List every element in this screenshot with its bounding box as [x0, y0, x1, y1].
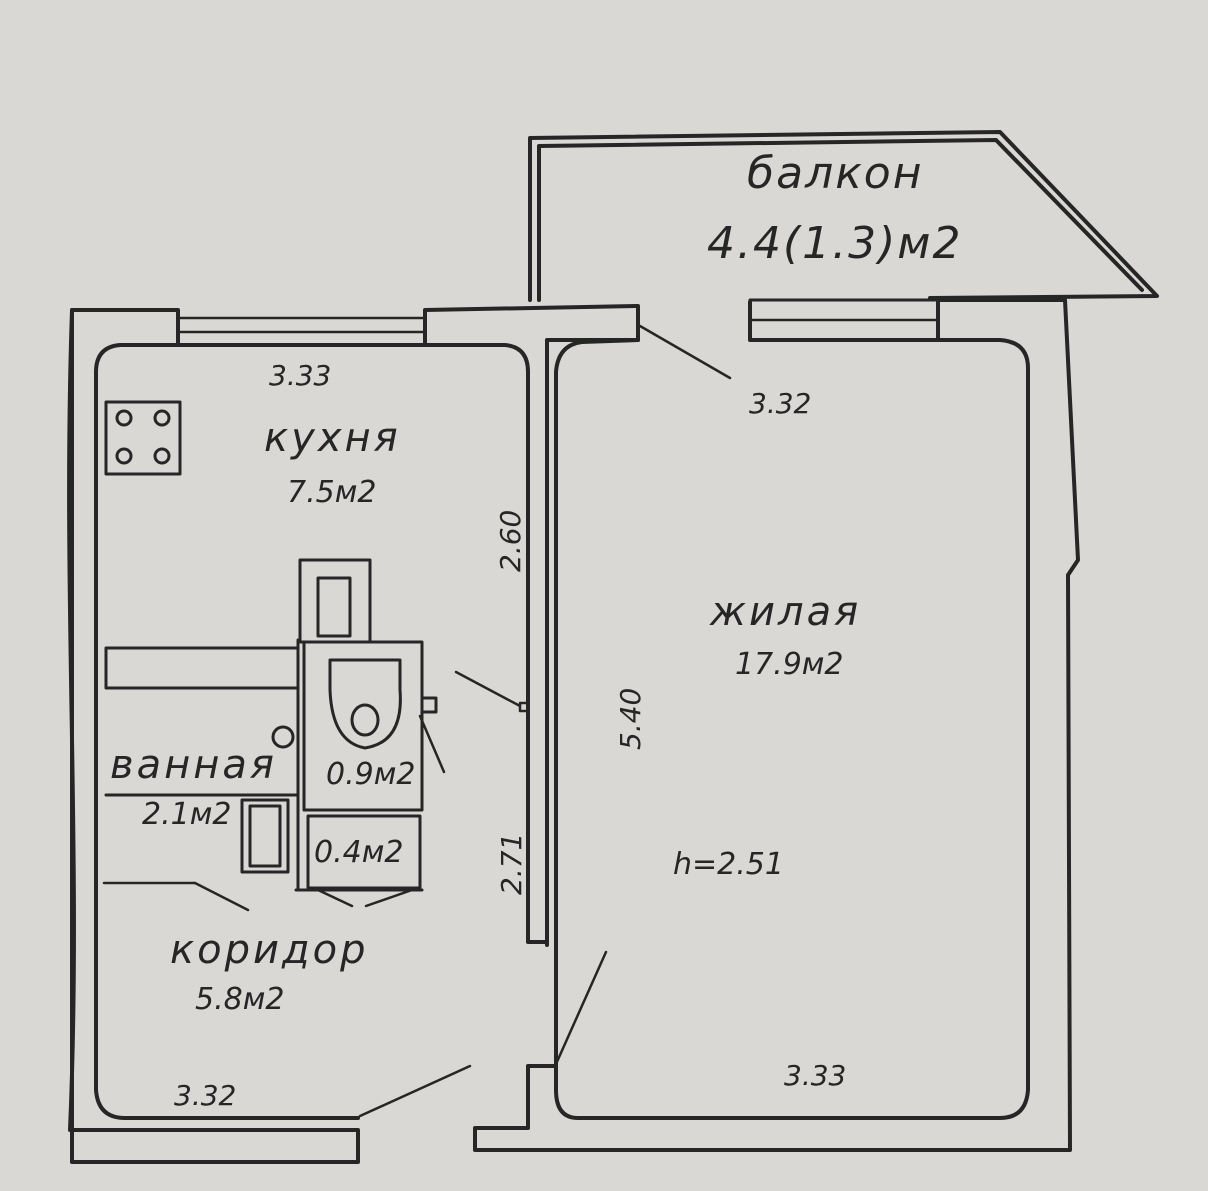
stove-icon [104, 400, 182, 476]
corridor-width-dimension: 3.32 [174, 1079, 237, 1112]
vent-shaft [298, 558, 372, 644]
toilet-area: 0.9м2 [326, 757, 416, 792]
kitchen-width-dimension: 3.33 [269, 359, 332, 392]
kitchen-wall-dimension: 2.60 [494, 509, 527, 572]
corridor-name: коридор [170, 927, 369, 973]
ceiling-height: h=2.51 [673, 847, 784, 882]
living-area: 17.9м2 [735, 647, 844, 682]
kitchen-window [176, 316, 427, 334]
balcony-outline [528, 130, 1159, 302]
kitchen-name: кухня [264, 415, 401, 461]
outer-wall [67, 298, 1080, 1164]
living-top-width-dimension: 3.32 [749, 387, 812, 420]
balcony-name: балкон [747, 148, 924, 199]
bathroom-name: ванная [110, 742, 277, 788]
toilet-icon [328, 658, 438, 750]
corridor-area: 5.8м2 [195, 982, 285, 1017]
living-window [748, 298, 940, 342]
closet-area: 0.4м2 [314, 835, 404, 870]
door-swings [102, 324, 732, 1118]
living-name: жилая [710, 589, 862, 635]
bathroom-area: 2.1м2 [142, 797, 232, 832]
balcony-area: 4.4(1.3)м2 [707, 218, 963, 269]
corridor-wall-dimension: 2.71 [495, 832, 528, 895]
living-length-dimension: 5.40 [614, 687, 647, 750]
kitchen-area: 7.5м2 [287, 475, 377, 510]
living-bottom-width-dimension: 3.33 [784, 1059, 847, 1092]
